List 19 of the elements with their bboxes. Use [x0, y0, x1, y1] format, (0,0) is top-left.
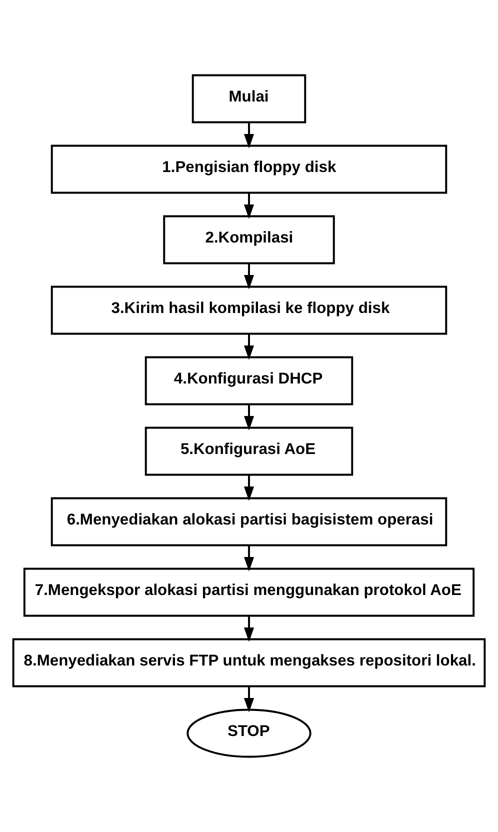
- node-box: 5.Konfigurasi AoE: [144, 426, 354, 476]
- node-ellipse: STOP: [186, 708, 312, 758]
- arrow: [244, 192, 254, 219]
- node-box: 3.Kirim hasil kompilasi ke floppy disk: [50, 286, 448, 335]
- arrow: [244, 122, 254, 148]
- node-box: 7.Mengekspor alokasi partisi menggunakan protokol AoE: [23, 568, 475, 617]
- node-box: Mulai: [192, 74, 306, 124]
- arrow: [244, 263, 254, 290]
- node-box: 8.Menyediakan servis FTP untuk mengakses repositori lokal.: [12, 638, 486, 688]
- arrow: [244, 474, 254, 501]
- node-box: 4.Konfigurasi DHCP: [144, 356, 354, 406]
- node-box: 2.Kompilasi: [163, 215, 335, 264]
- arrow: [244, 616, 254, 642]
- node-box: 1.Pengisian floppy disk: [50, 144, 448, 194]
- arrow: [244, 404, 254, 430]
- arrow: [244, 686, 254, 712]
- node-box: 6.Menyediakan alokasi partisi bagisistem operasi: [50, 497, 448, 546]
- arrow: [244, 334, 254, 360]
- arrow: [244, 545, 254, 572]
